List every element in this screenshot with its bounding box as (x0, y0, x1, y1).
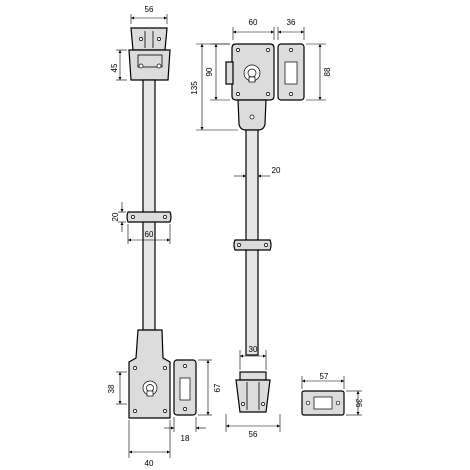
dim-rod-diameter: 20 (272, 166, 281, 175)
dim-right-keeper-width: 36 (287, 18, 296, 27)
dim-bracket-thickness: 20 (111, 212, 120, 221)
left-top-guide (130, 27, 168, 51)
dim-strike-height: 36 (354, 399, 363, 408)
right-lock-side-tab (225, 61, 234, 85)
left-dimensions: 56 45 20 60 38 67 18 (107, 5, 222, 468)
right-bottom-guide-top (239, 371, 267, 381)
right-dimensions: 60 36 90 135 88 20 30 (190, 18, 332, 439)
dim-right-lock-width: 60 (249, 18, 258, 27)
dim-left-keeper-width: 18 (181, 434, 190, 443)
dim-left-top-height: 45 (110, 63, 119, 72)
dim-right-total-height: 135 (190, 81, 199, 95)
left-lock-body (128, 329, 171, 419)
right-assembly (225, 43, 305, 413)
dim-left-lock-width: 40 (145, 459, 154, 468)
right-middle-bracket (233, 239, 272, 251)
left-assembly (126, 27, 197, 419)
strike-plate (301, 390, 345, 416)
dim-guide-width: 30 (249, 345, 258, 354)
dim-right-keeper-height: 88 (323, 67, 332, 76)
dim-left-lock-height: 38 (107, 384, 116, 393)
left-rod (142, 79, 156, 331)
dim-bracket-width: 60 (145, 230, 154, 239)
dim-left-top-width: 56 (145, 5, 154, 14)
dim-guide-base-width: 56 (249, 430, 258, 439)
dim-right-lock-height: 90 (205, 67, 214, 76)
left-middle-bracket (126, 211, 172, 223)
dim-left-keeper-height: 67 (213, 383, 222, 392)
strike-dimensions: 57 36 (301, 372, 363, 416)
right-bottom-guide (235, 379, 271, 413)
dim-strike-width: 57 (320, 372, 329, 381)
left-top-guide-base (128, 49, 171, 81)
